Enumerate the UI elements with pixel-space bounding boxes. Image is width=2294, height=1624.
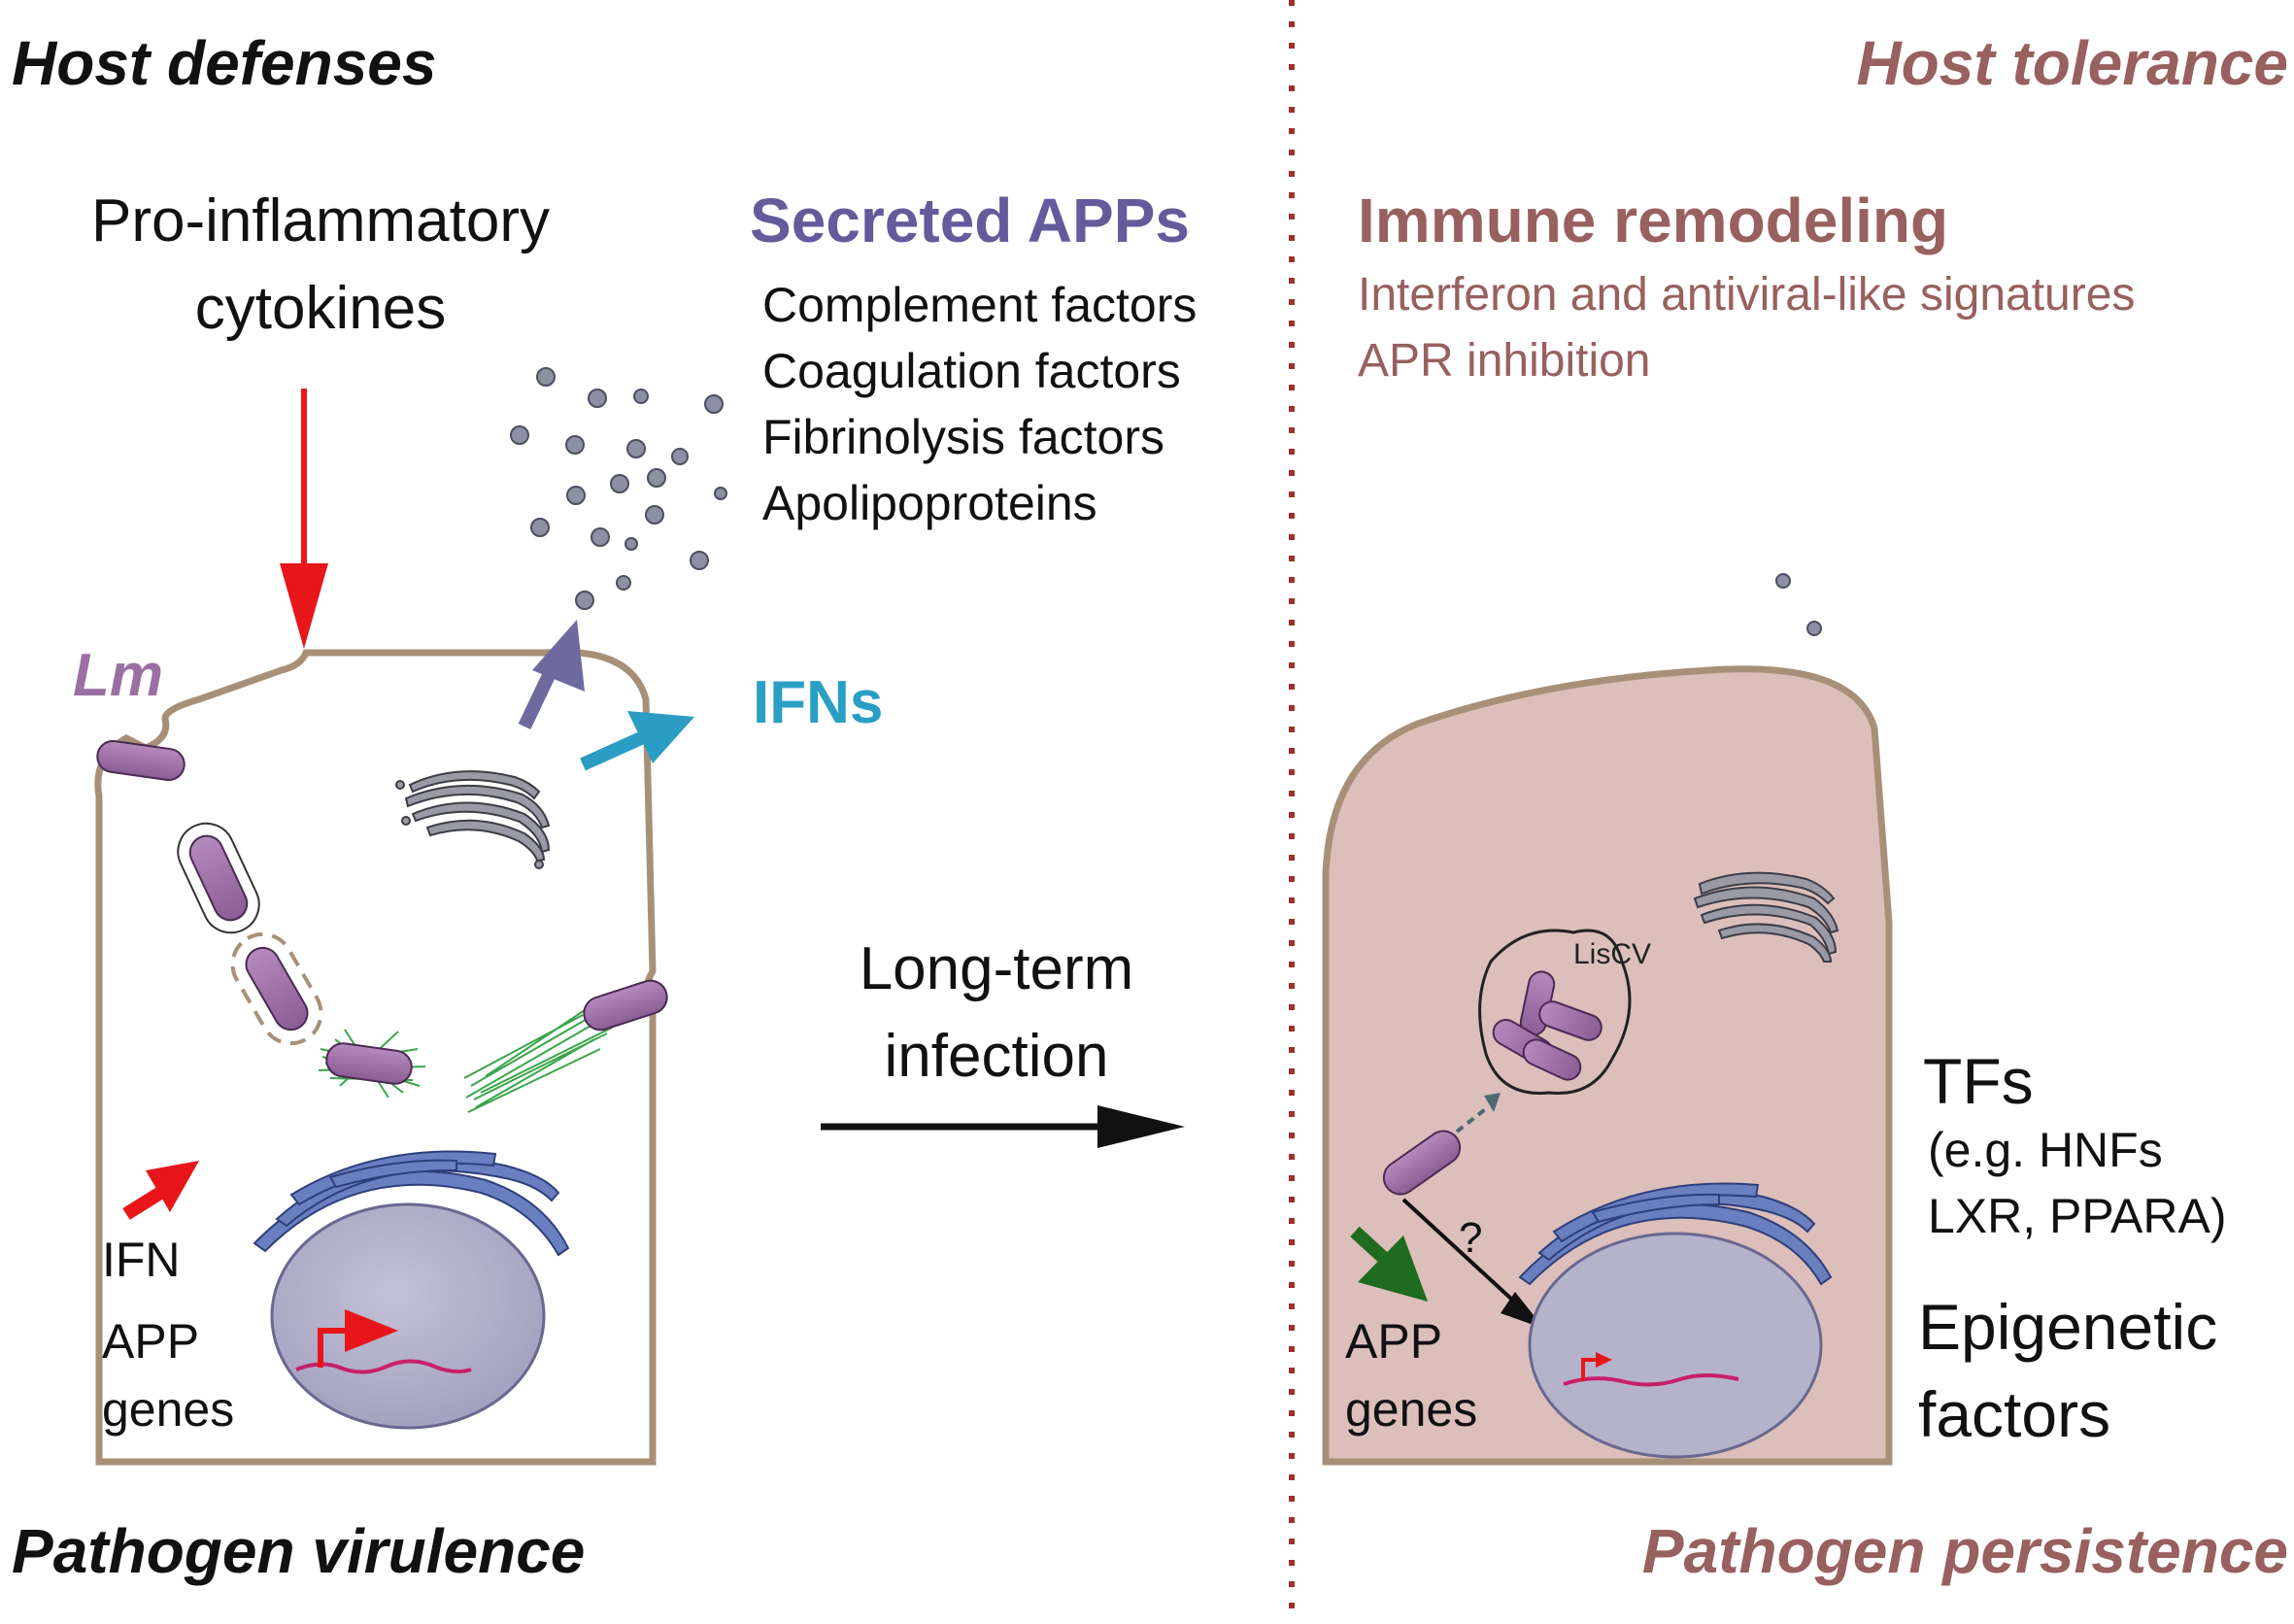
cytokines-label-line2: cytokines: [194, 275, 447, 342]
pathogen-virulence-footer: Pathogen virulence: [12, 1516, 586, 1586]
right-nucleus: [1528, 1232, 1823, 1459]
right-transcription-arrow: [1581, 1352, 1612, 1381]
cytokines-arrow: [280, 389, 328, 649]
ifn-label: IFN: [102, 1233, 181, 1287]
right-genes-label: genes: [1345, 1382, 1478, 1437]
vacuole-entry-arrow: [1455, 1093, 1501, 1133]
secreted-apps-title: Secreted APPs: [750, 186, 1190, 255]
secreted-item-2: Coagulation factors: [762, 344, 1181, 398]
right-particles: [1775, 573, 1822, 636]
ifn-secretion-arrow: [580, 711, 694, 771]
right-golgi: [1693, 871, 1839, 963]
host-defenses-header: Host defenses: [12, 28, 437, 98]
left-app-label: APP: [102, 1314, 200, 1369]
right-gene-dna: [1563, 1373, 1739, 1387]
left-gene-dna: [295, 1359, 472, 1374]
right-app-label: APP: [1345, 1314, 1443, 1369]
vacuole-bacterium: [177, 822, 260, 934]
liscv-vacuole: [1478, 929, 1632, 1096]
ifn-signal-arrow: [122, 1161, 199, 1220]
bacterium-actin: [325, 1042, 413, 1085]
long-term-label-line1: Long-term: [859, 935, 1134, 1002]
lm-label: Lm: [73, 642, 163, 709]
epigenetic-line1: Epigenetic: [1918, 1291, 2218, 1363]
secreted-item-4: Apolipoproteins: [762, 476, 1097, 530]
left-golgi: [395, 770, 551, 869]
left-genes-label: genes: [102, 1382, 235, 1437]
immune-item-2: APR inhibition: [1358, 335, 1651, 387]
left-transcription-arrow: [318, 1309, 398, 1368]
secreted-item-3: Fibrinolysis factors: [762, 410, 1164, 464]
immune-remodeling-title: Immune remodeling: [1358, 186, 1949, 255]
host-tolerance-header: Host tolerance: [1856, 28, 2288, 98]
long-term-arrow: [821, 1105, 1185, 1148]
tfs-example-line1: (e.g. HNFs: [1928, 1123, 2163, 1177]
left-er: [253, 1150, 570, 1257]
secreted-item-1: Complement factors: [762, 278, 1198, 332]
tfs-example-line2: LXR, PPARA): [1928, 1189, 2227, 1243]
cytokines-label-line1: Pro-inflammatory: [91, 187, 550, 254]
bacterium-cytosolic: [1382, 1130, 1462, 1196]
liscv-label: LisCV: [1573, 938, 1652, 970]
immune-item-1: Interferon and antiviral-like signatures: [1358, 269, 2136, 321]
actin-tail: [463, 1007, 613, 1113]
question-mark: ?: [1459, 1214, 1483, 1262]
secretion-arrow: [518, 620, 585, 730]
bacterium-entry: [96, 739, 186, 782]
long-term-label-line2: infection: [884, 1023, 1109, 1090]
epigenetic-line2: factors: [1918, 1378, 2111, 1450]
escaping-bacterium: [230, 931, 323, 1046]
ifns-label: IFNs: [753, 669, 884, 736]
pathogen-persistence-footer: Pathogen persistence: [1641, 1516, 2288, 1586]
right-er: [1518, 1182, 1833, 1286]
liscv-bacteria: [1492, 970, 1602, 1081]
left-nucleus: [270, 1202, 546, 1430]
secreted-particles: [510, 367, 727, 610]
app-repression-arrow: [1350, 1226, 1428, 1302]
tfs-title: TFs: [1923, 1045, 2034, 1117]
bacterium-protrusion: [583, 979, 668, 1032]
